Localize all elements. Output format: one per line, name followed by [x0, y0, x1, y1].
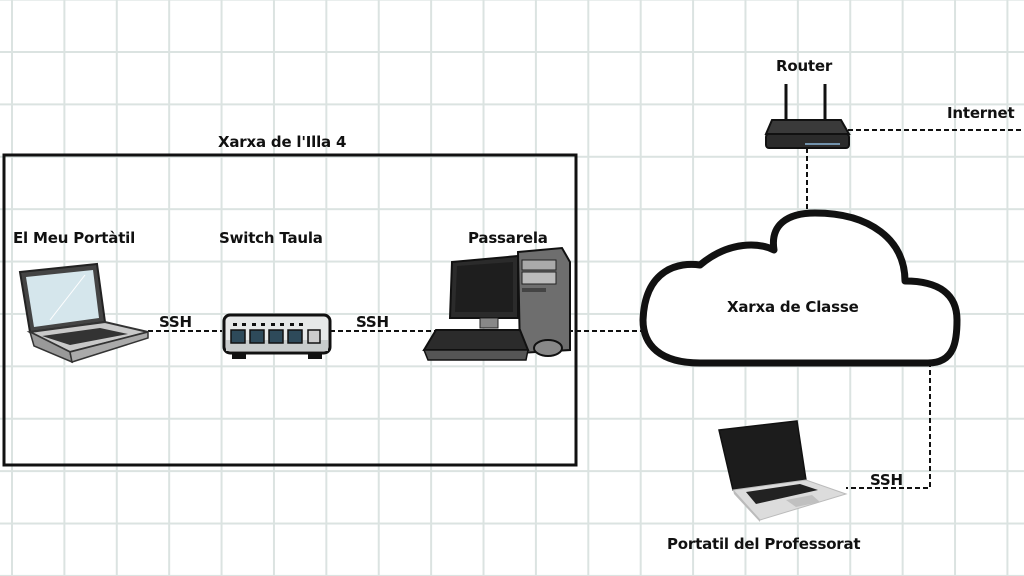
teacher-laptop-label: Portatil del Professorat: [667, 535, 861, 553]
link-label-ssh: SSH: [870, 471, 903, 489]
internet-label: Internet: [947, 104, 1015, 122]
link-label-ssh: SSH: [356, 313, 389, 331]
gateway-label: Passarela: [468, 229, 548, 247]
link-cloud-teacher: [846, 362, 931, 489]
switch-label: Switch Taula: [219, 229, 323, 247]
router-label: Router: [776, 57, 833, 75]
laptop-icon[interactable]: [18, 262, 149, 364]
laptop-icon[interactable]: [718, 420, 848, 522]
cloud-label: Xarxa de Classe: [727, 298, 859, 316]
desktop-computer-icon[interactable]: [422, 246, 571, 361]
network-switch-icon[interactable]: [222, 313, 332, 359]
island-network-box: [2, 153, 578, 467]
link-label-ssh: SSH: [159, 313, 192, 331]
cloud-icon: [639, 209, 961, 367]
my-laptop-label: El Meu Portàtil: [13, 229, 136, 247]
island-network-title: Xarxa de l'Illa 4: [218, 133, 347, 151]
wifi-router-icon[interactable]: [764, 84, 851, 149]
